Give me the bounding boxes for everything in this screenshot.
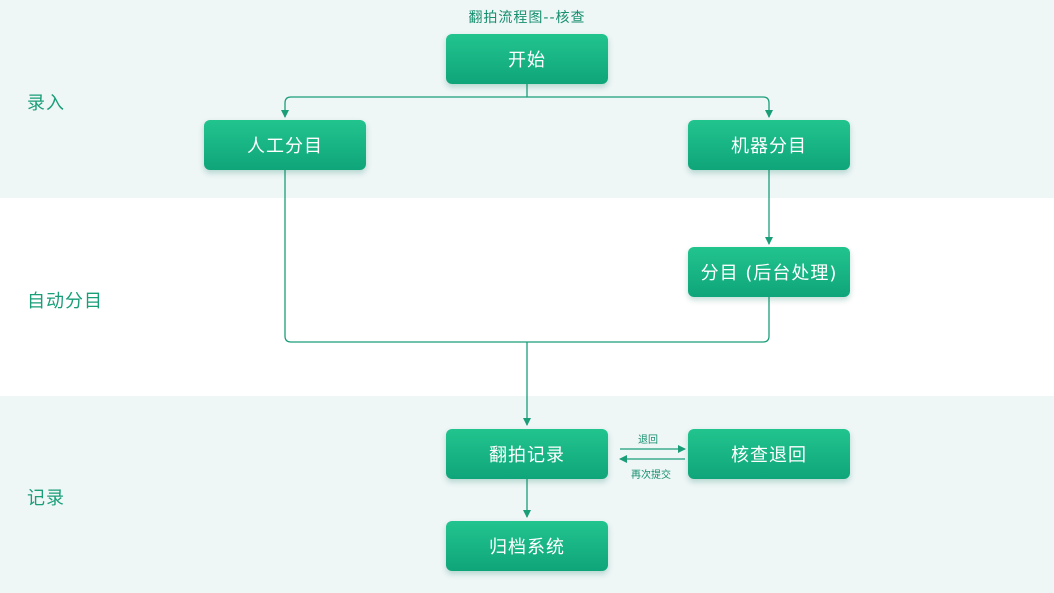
lane-label-entry: 录入 — [27, 93, 65, 114]
node-start: 开始 — [446, 34, 608, 84]
node-record: 翻拍记录 — [446, 429, 608, 479]
lane-band-entry — [0, 0, 1054, 198]
edge-label-resubmit: 再次提交 — [631, 470, 671, 481]
node-manual-classify: 人工分目 — [204, 120, 366, 170]
diagram-title: 翻拍流程图--核查 — [468, 10, 586, 26]
node-auto-classify: 分目 (后台处理) — [688, 247, 850, 297]
edge-label-return: 退回 — [638, 435, 658, 446]
node-archive: 归档系统 — [446, 521, 608, 571]
lane-label-auto-classify: 自动分目 — [27, 291, 103, 312]
node-review-return: 核查退回 — [688, 429, 850, 479]
lane-label-record: 记录 — [27, 488, 65, 509]
node-machine-classify: 机器分目 — [688, 120, 850, 170]
edge-to-machine — [527, 96, 773, 118]
edge-to-manual — [281, 96, 527, 118]
